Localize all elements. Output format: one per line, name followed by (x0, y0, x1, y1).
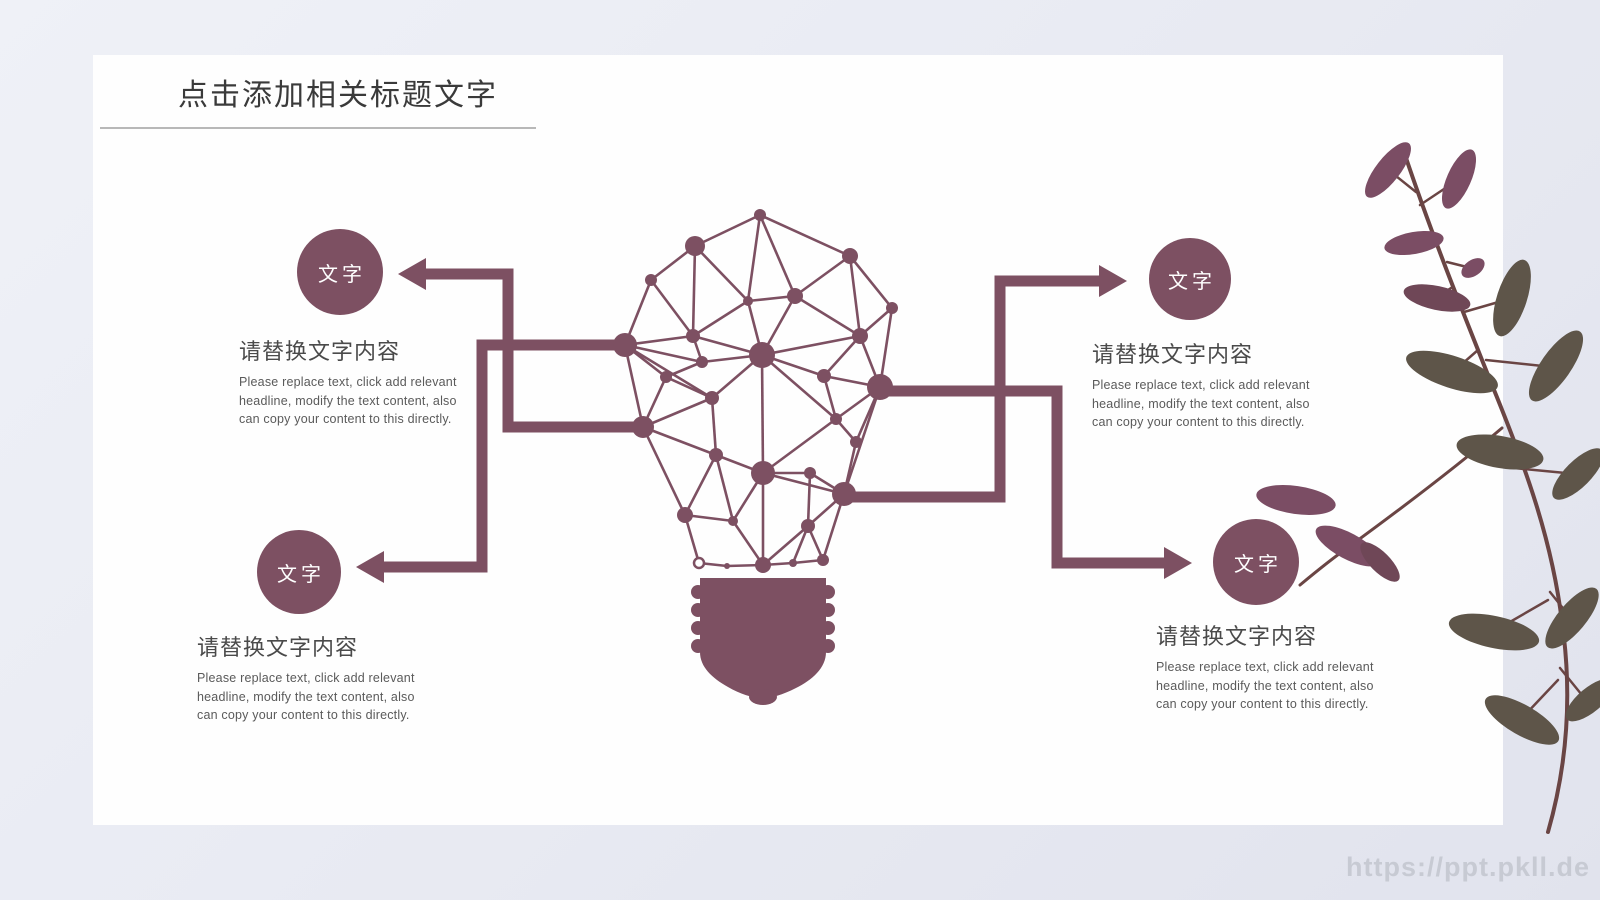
callout-body: Please replace text, click add relevant … (239, 375, 457, 426)
callout-bottom-right: 请替换文字内容 Please replace text, click add r… (1156, 619, 1400, 714)
callout-top-right: 请替换文字内容 Please replace text, click add r… (1092, 337, 1328, 432)
title-underline (100, 127, 536, 129)
watermark-link: https://ppt.pkll.de (1346, 852, 1590, 882)
callout-top-left: 请替换文字内容 Please replace text, click add r… (239, 334, 475, 429)
callout-heading: 请替换文字内容 (1092, 342, 1254, 367)
text-badge-bottom-right: 文字 (1213, 519, 1299, 605)
text-badge-top-right: 文字 (1149, 238, 1231, 320)
callout-body: Please replace text, click add relevant … (1092, 378, 1310, 429)
callout-heading: 请替换文字内容 (239, 339, 401, 364)
text-badge-top-left: 文字 (297, 229, 383, 315)
callout-bottom-left: 请替换文字内容 Please replace text, click add r… (197, 630, 433, 725)
callout-heading: 请替换文字内容 (197, 635, 359, 660)
callout-heading: 请替换文字内容 (1156, 624, 1318, 649)
callout-body: Please replace text, click add relevant … (197, 671, 415, 722)
text-badge-bottom-left: 文字 (257, 530, 341, 614)
callout-body: Please replace text, click add relevant … (1156, 660, 1374, 711)
slide-title: 点击添加相关标题文字 (178, 79, 498, 112)
